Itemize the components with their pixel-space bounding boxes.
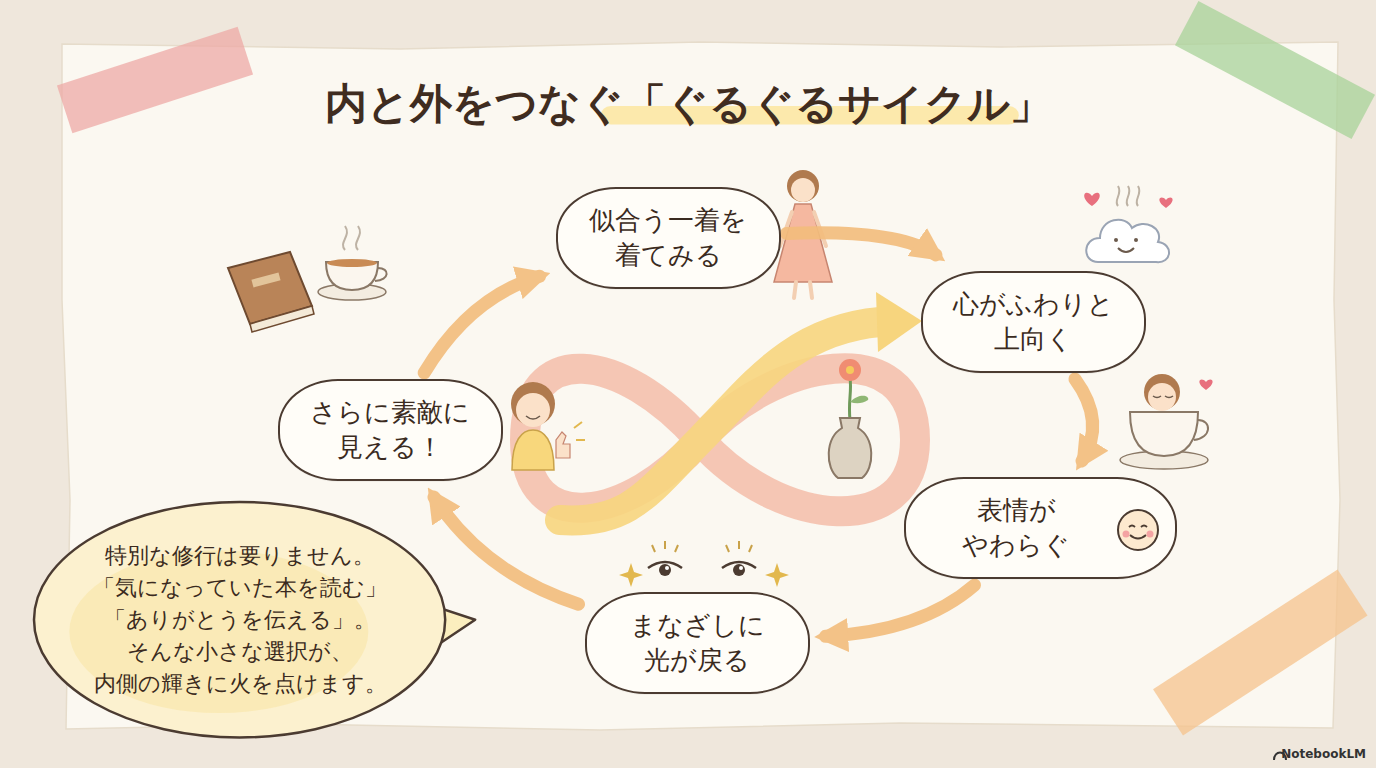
- eye-glint: [665, 566, 669, 570]
- pupil: [733, 564, 745, 576]
- smiley-eyes: [1129, 526, 1147, 528]
- vase: [829, 418, 872, 478]
- watermark: NotebookLM: [1281, 743, 1366, 762]
- hair: [511, 382, 555, 426]
- smile: [526, 416, 540, 419]
- heart: [1084, 193, 1100, 206]
- hair: [1144, 374, 1180, 410]
- cloud: [1086, 220, 1169, 262]
- face: [516, 393, 550, 427]
- thumbs-up-woman: [511, 382, 585, 470]
- cloud-eye: [1114, 238, 1118, 242]
- cycle-arrow: [826, 585, 975, 636]
- cloud-smile: [1118, 248, 1134, 252]
- leaf: [850, 396, 868, 404]
- book-pages: [250, 306, 314, 332]
- smiley-cheek: [1146, 531, 1153, 538]
- sparkle: [619, 563, 643, 587]
- steam: [343, 226, 360, 250]
- face: [791, 178, 815, 202]
- flower-center: [846, 366, 854, 374]
- sparkle: [765, 563, 789, 587]
- cup-handle: [375, 268, 387, 281]
- vase-flower: [829, 359, 872, 478]
- node-text: 表情が やわらぐ: [932, 493, 1101, 563]
- infinity-strand: [560, 322, 880, 520]
- dress: [774, 204, 832, 282]
- tape-orange: [1153, 569, 1367, 735]
- watermark-text: NotebookLM: [1281, 747, 1366, 761]
- node-text: 似合う一着を 着てみる: [584, 203, 753, 273]
- cycle-bubble: 似合う一着を 着てみる: [556, 187, 781, 289]
- tea: [327, 259, 377, 267]
- cup-handle: [1194, 420, 1208, 440]
- smiley-cheek: [1122, 531, 1129, 538]
- eye-glint: [739, 566, 743, 570]
- smiley-icon: [1115, 507, 1161, 553]
- steam: [1117, 186, 1140, 206]
- person-in-cup: [1120, 374, 1213, 469]
- title-box: 内と外をつなぐ「ぐるぐるサイクル」: [0, 76, 1376, 132]
- pupil: [659, 564, 671, 576]
- cup: [1130, 412, 1198, 456]
- paper-sheet: [62, 42, 1340, 730]
- node-text: 心がふわりと 上向く: [949, 287, 1118, 357]
- cloud-eye: [1134, 238, 1138, 242]
- cycle-bubble: さらに素敵に 見える！: [278, 379, 503, 481]
- node-text: まなざしに 光が戻る: [613, 608, 782, 678]
- lashes: [652, 541, 752, 552]
- face: [1148, 383, 1176, 411]
- sparkle-lines: [574, 422, 585, 440]
- thumb: [556, 432, 570, 458]
- node-text: さらに素敵に 見える！: [306, 395, 475, 465]
- book-and-tea: [228, 226, 387, 332]
- title-text: 内と外をつなぐ「ぐるぐるサイクル」: [325, 79, 1052, 128]
- tape-green: [1175, 1, 1375, 139]
- cycle-arrow: [434, 497, 579, 604]
- cycle-arrow: [1075, 379, 1093, 461]
- hair: [787, 170, 819, 202]
- smiley-face: [1118, 510, 1158, 550]
- heart: [1199, 380, 1212, 390]
- tape-pink: [57, 27, 253, 133]
- cycle-arrow: [424, 276, 539, 373]
- book-label: [251, 273, 280, 288]
- infinity-symbol: [525, 292, 922, 520]
- flower-petal: [839, 359, 861, 381]
- node-text: 特別な修行は要りません。 「気になっていた本を読む」 「ありがとうを伝える」。 …: [90, 540, 389, 699]
- closed-eyes: [1153, 396, 1173, 398]
- legs: [794, 282, 812, 298]
- cycle-bubble: 心がふわりと 上向く: [921, 271, 1146, 373]
- cycle-arrow: [787, 233, 936, 255]
- cycle-bubble: まなざしに 光が戻る: [585, 592, 810, 694]
- happy-cloud: [1084, 186, 1172, 262]
- note-ellipse: [34, 502, 445, 737]
- shirt: [512, 430, 554, 470]
- cycle-bubble: 表情が やわらぐ: [904, 477, 1177, 579]
- heart: [1159, 198, 1172, 208]
- shining-eyes: [619, 541, 789, 587]
- note-bubble: 特別な修行は要りません。 「気になっていた本を読む」 「ありがとうを伝える」。 …: [32, 500, 447, 739]
- stem: [849, 378, 850, 420]
- smiley-mouth: [1130, 535, 1146, 539]
- infinity-arrowhead: [876, 292, 922, 352]
